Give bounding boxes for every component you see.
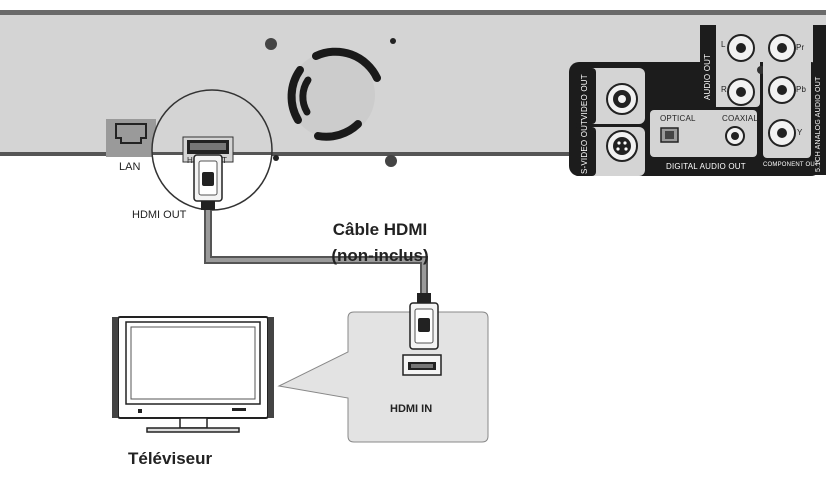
tv-icon (112, 316, 274, 433)
fan-icon (265, 38, 397, 167)
analog-audio-out-label: 5.1CH ANALOG AUDIO OUT (815, 76, 822, 172)
cable-caption: Câble HDMI (non-inclus) (300, 217, 460, 269)
hdmi-plug-tv (409, 293, 439, 350)
coaxial-label: COAXIAL (722, 114, 759, 123)
audio-l-label: L (721, 40, 726, 49)
digital-audio-out-label: DIGITAL AUDIO OUT (666, 162, 746, 171)
hdmi-in-label: HDMI IN (390, 403, 433, 415)
hdmi-port-label-right: T (222, 156, 228, 165)
audio-out-label: AUDIO OUT (703, 53, 712, 100)
cable-caption-line2: (non-inclus) (331, 246, 429, 265)
tv-label: Téléviseur (128, 449, 213, 468)
hdmi-out-label: HDMI OUT (132, 209, 187, 221)
av-output-block (569, 25, 826, 176)
component-y-label: Y (797, 128, 803, 137)
lan-port (106, 119, 156, 157)
hdmi-plug-player (193, 154, 223, 210)
hdmi-port-label-left: H (187, 156, 193, 165)
cable-caption-line1: Câble HDMI (332, 220, 428, 239)
optical-label: OPTICAL (660, 114, 696, 123)
hdmi-in-callout (277, 311, 489, 443)
component-out-label: COMPONENT OUT (763, 162, 819, 168)
lan-label: LAN (119, 161, 141, 173)
component-pb-label: Pb (796, 85, 807, 94)
svideo-out-label: S-VIDEO OUT (580, 119, 589, 174)
audio-r-label: R (721, 85, 727, 94)
component-pr-label: Pr (796, 43, 805, 52)
video-out-label: VIDEO OUT (580, 74, 589, 120)
